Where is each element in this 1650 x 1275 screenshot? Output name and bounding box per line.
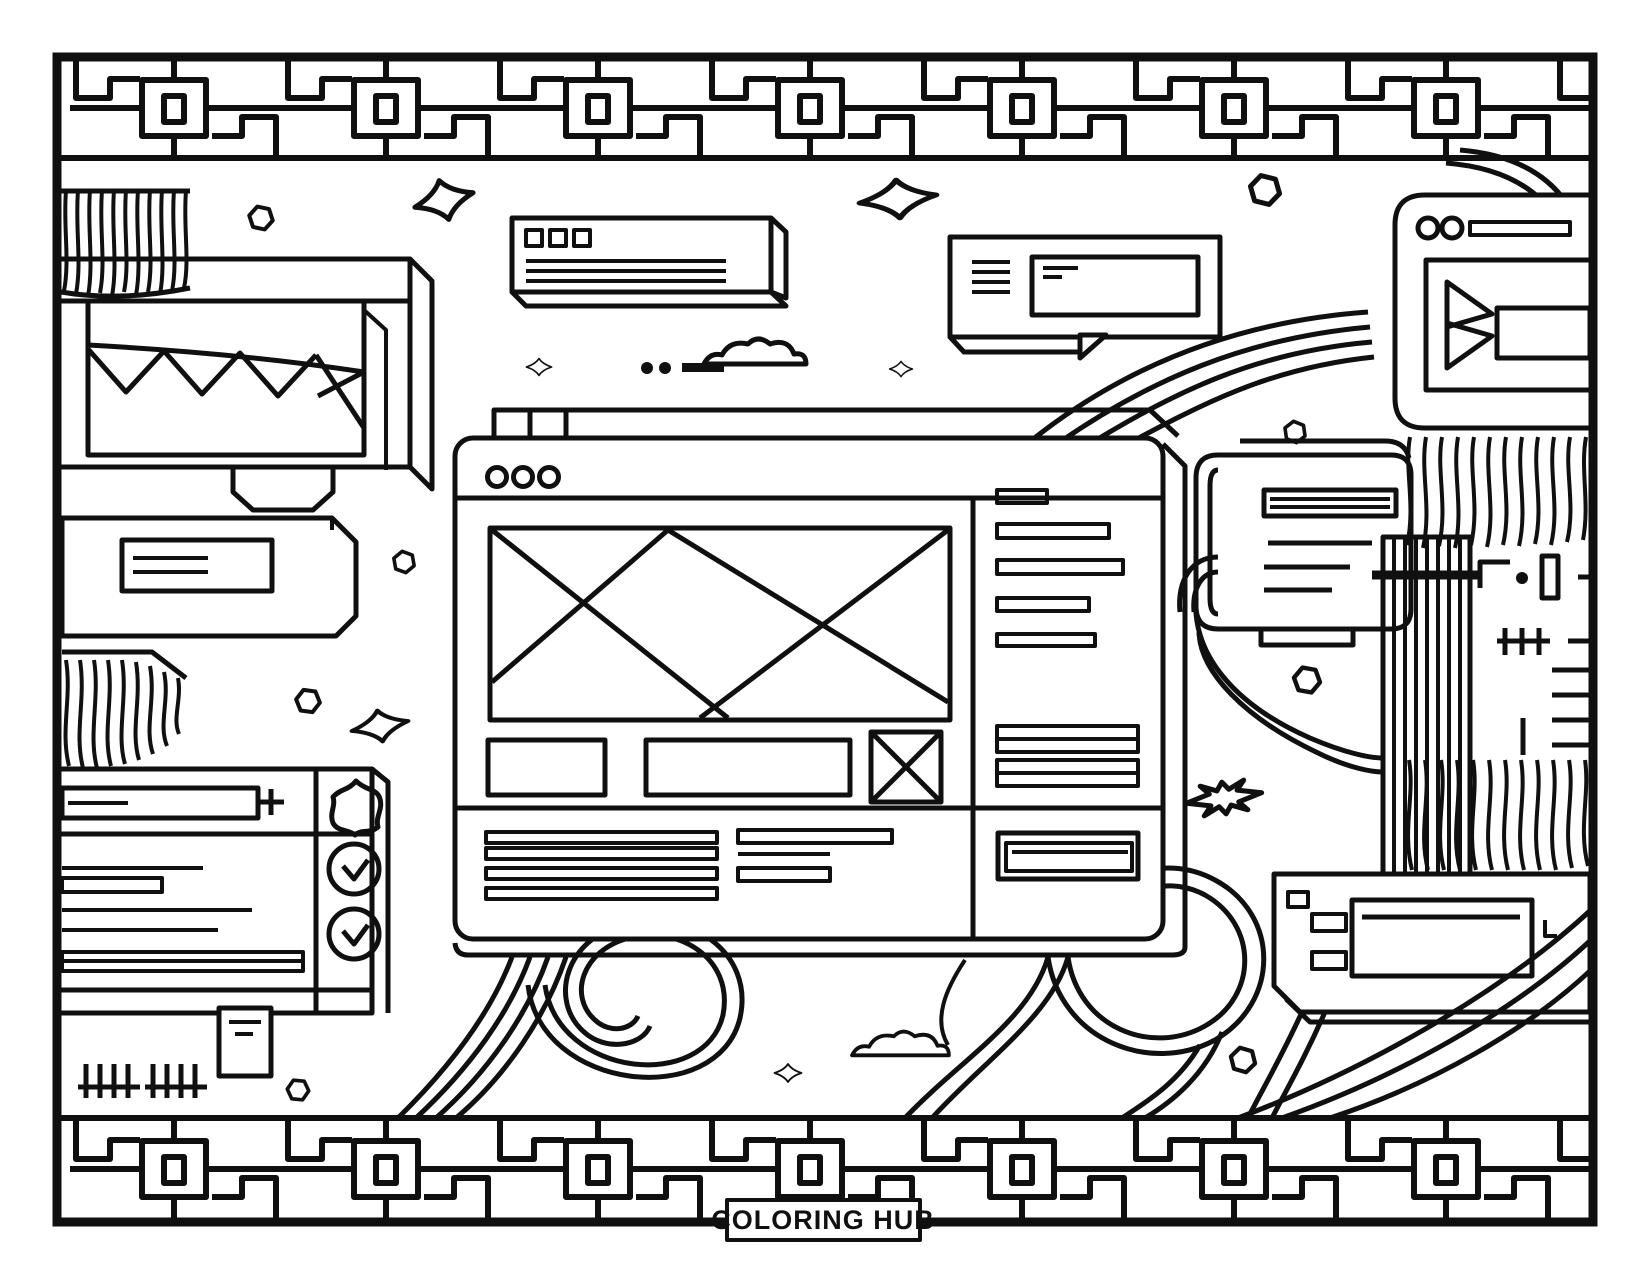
- striped-band-top-left: [60, 188, 191, 299]
- cloud-icon: [850, 1029, 951, 1058]
- address-bar: [1468, 220, 1572, 237]
- sparkle-icon: [773, 1063, 803, 1083]
- window-dot-icon: [511, 465, 535, 489]
- sidebar-text-bars: [995, 488, 1140, 788]
- sparkle-icon: [349, 706, 411, 747]
- window-dot-icon: [485, 465, 509, 489]
- content-box: [485, 737, 608, 798]
- hexagon-icon: [292, 687, 324, 715]
- text-bar: [484, 886, 719, 901]
- dot-icon: [659, 362, 671, 374]
- check-circle-icon: [326, 841, 382, 897]
- text-bar: [995, 522, 1111, 540]
- striped-band-mid-left: [63, 659, 181, 769]
- tally-marks: [78, 1064, 207, 1098]
- text-bar: [995, 596, 1091, 613]
- text-bar: [736, 866, 832, 883]
- text-bar: [484, 866, 719, 881]
- text-bar: [736, 828, 894, 845]
- card-top-center: [509, 215, 789, 309]
- browser-tab: [491, 407, 1180, 438]
- text-bar: [484, 846, 719, 861]
- sparkle-icon: [525, 357, 553, 377]
- shield-icon: [329, 778, 384, 838]
- watermark-label: COLORING HUB: [711, 1205, 935, 1235]
- window-dot-icon: [1415, 215, 1441, 241]
- sparkle-icon: [858, 176, 938, 222]
- meander-border-top: [57, 57, 1593, 161]
- speech-bubble-card: [947, 234, 1223, 361]
- panel-bottom-left: [57, 766, 391, 1079]
- image-box: [868, 729, 944, 805]
- traffic-lights: [485, 465, 561, 489]
- dash-icon: [682, 363, 724, 372]
- device-bottom-right: [1271, 871, 1593, 1025]
- window-dot-icon: [537, 465, 561, 489]
- text-bar: [995, 488, 1049, 505]
- striped-band-right-upper: [1405, 436, 1588, 549]
- plus-ticks-icon: [1497, 628, 1550, 655]
- window-top-right: [1392, 192, 1596, 431]
- corner-arcs-bottom-right: [1237, 906, 1595, 1121]
- footer-text-lines: [484, 828, 894, 901]
- check-circle-icon: [326, 906, 382, 962]
- wave-swirl: [396, 918, 745, 1120]
- text-bar: [484, 830, 719, 845]
- browser-window: [452, 407, 1188, 958]
- machine-mid-right: [1177, 438, 1414, 775]
- cloud-icon: [704, 339, 806, 364]
- sparkle-icon: [888, 360, 914, 378]
- content-boxes: [485, 729, 944, 805]
- tag-box: [216, 1005, 274, 1079]
- dot-icon: [641, 362, 653, 374]
- sparkle-icon: [410, 173, 478, 226]
- meander-border-bottom: [57, 1115, 1593, 1219]
- arrow-icon: [1444, 320, 1495, 371]
- hexagon-icon: [284, 1077, 312, 1103]
- hexagon-icon: [1247, 174, 1282, 206]
- content-box: [643, 737, 853, 798]
- right-marks: [1477, 553, 1593, 755]
- arrow-icon: [1444, 279, 1495, 330]
- browser-frame: [452, 435, 1166, 942]
- burst-icon: [1183, 777, 1265, 819]
- hexagon-icon: [1292, 666, 1322, 693]
- text-bar: [995, 632, 1097, 648]
- image-placeholder: [487, 525, 953, 723]
- hexagon-icon: [388, 547, 420, 577]
- striped-band-right-lower: [1406, 759, 1590, 871]
- watermark: COLORING HUB: [711, 1198, 935, 1242]
- window-dot-icon: [1439, 215, 1465, 241]
- text-bar: [995, 558, 1125, 576]
- card-mid-left: [59, 515, 359, 680]
- rope-loop: [850, 865, 1267, 1121]
- hexagon-icon: [1228, 1046, 1258, 1074]
- plus-icon: [258, 789, 284, 815]
- deco-row: [641, 339, 806, 374]
- hexagon-icon: [245, 203, 277, 233]
- sidebar-button: [995, 830, 1141, 882]
- rainbow-arcs: [1030, 309, 1375, 451]
